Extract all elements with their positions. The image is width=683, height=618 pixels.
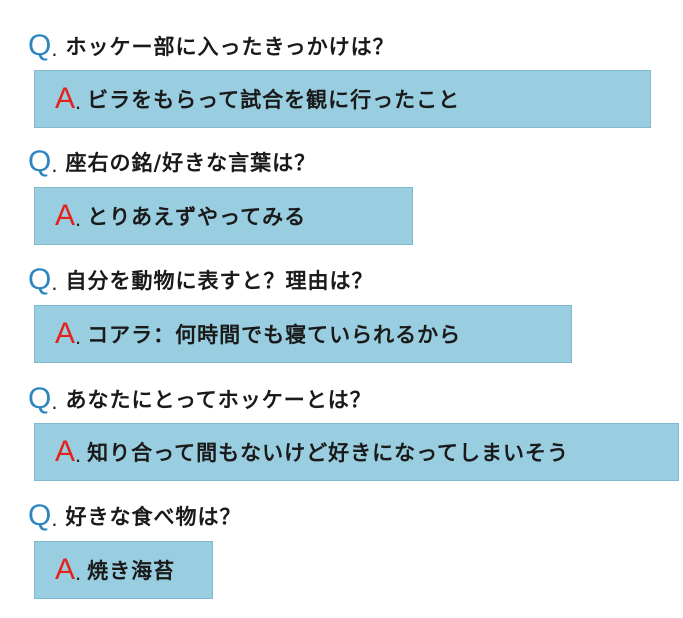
q-mark: Q xyxy=(28,263,52,296)
answer-box-4: A . 知り合って間もないけど好きになってしまいそう xyxy=(34,423,679,481)
q-dot: . xyxy=(51,152,58,177)
question-3: Q . 自分を動物に表すと？理由は？ xyxy=(28,264,373,296)
a-mark: A xyxy=(55,435,76,468)
question-2: Q . 座右の銘/好きな言葉は？ xyxy=(28,146,316,178)
answer-box-5: A . 焼き海苔 xyxy=(34,541,213,599)
a-mark: A xyxy=(55,317,76,350)
question-4: Q . あなたにとってホッケーとは？ xyxy=(28,383,372,415)
question-text: ホッケー部に入ったきっかけは？ xyxy=(65,35,395,59)
q-mark: Q xyxy=(28,29,52,62)
question-text: 好きな食べ物は？ xyxy=(65,505,242,529)
a-mark: A xyxy=(55,199,76,232)
question-text: 自分を動物に表すと？理由は？ xyxy=(65,269,374,293)
q-dot: . xyxy=(51,389,58,414)
question-text: 座右の銘/好きな言葉は？ xyxy=(65,151,317,175)
a-dot: . xyxy=(75,206,82,231)
a-dot: . xyxy=(75,324,82,349)
a-mark: A xyxy=(55,82,76,115)
answer-text: ビラをもらって試合を観に行ったこと xyxy=(87,88,461,112)
question-1: Q . ホッケー部に入ったきっかけは？ xyxy=(28,30,395,62)
q-dot: . xyxy=(51,36,58,61)
a-mark: A xyxy=(55,553,76,586)
answer-text: コアラ：何時間でも寝ていられるから xyxy=(87,323,462,347)
answer-box-3: A . コアラ：何時間でも寝ていられるから xyxy=(34,305,572,363)
answer-box-1: A . ビラをもらって試合を観に行ったこと xyxy=(34,70,651,128)
q-mark: Q xyxy=(28,145,52,178)
question-text: あなたにとってホッケーとは？ xyxy=(65,388,372,412)
a-dot: . xyxy=(75,560,82,585)
a-dot: . xyxy=(75,89,82,114)
q-mark: Q xyxy=(28,382,52,415)
answer-box-2: A . とりあえずやってみる xyxy=(34,187,413,245)
question-5: Q . 好きな食べ物は？ xyxy=(28,500,241,532)
q-dot: . xyxy=(51,506,58,531)
q-mark: Q xyxy=(28,499,52,532)
answer-text: とりあえずやってみる xyxy=(87,205,307,229)
answer-text: 焼き海苔 xyxy=(87,559,176,583)
a-dot: . xyxy=(75,442,82,467)
answer-text: 知り合って間もないけど好きになってしまいそう xyxy=(87,441,570,465)
q-dot: . xyxy=(51,270,58,295)
